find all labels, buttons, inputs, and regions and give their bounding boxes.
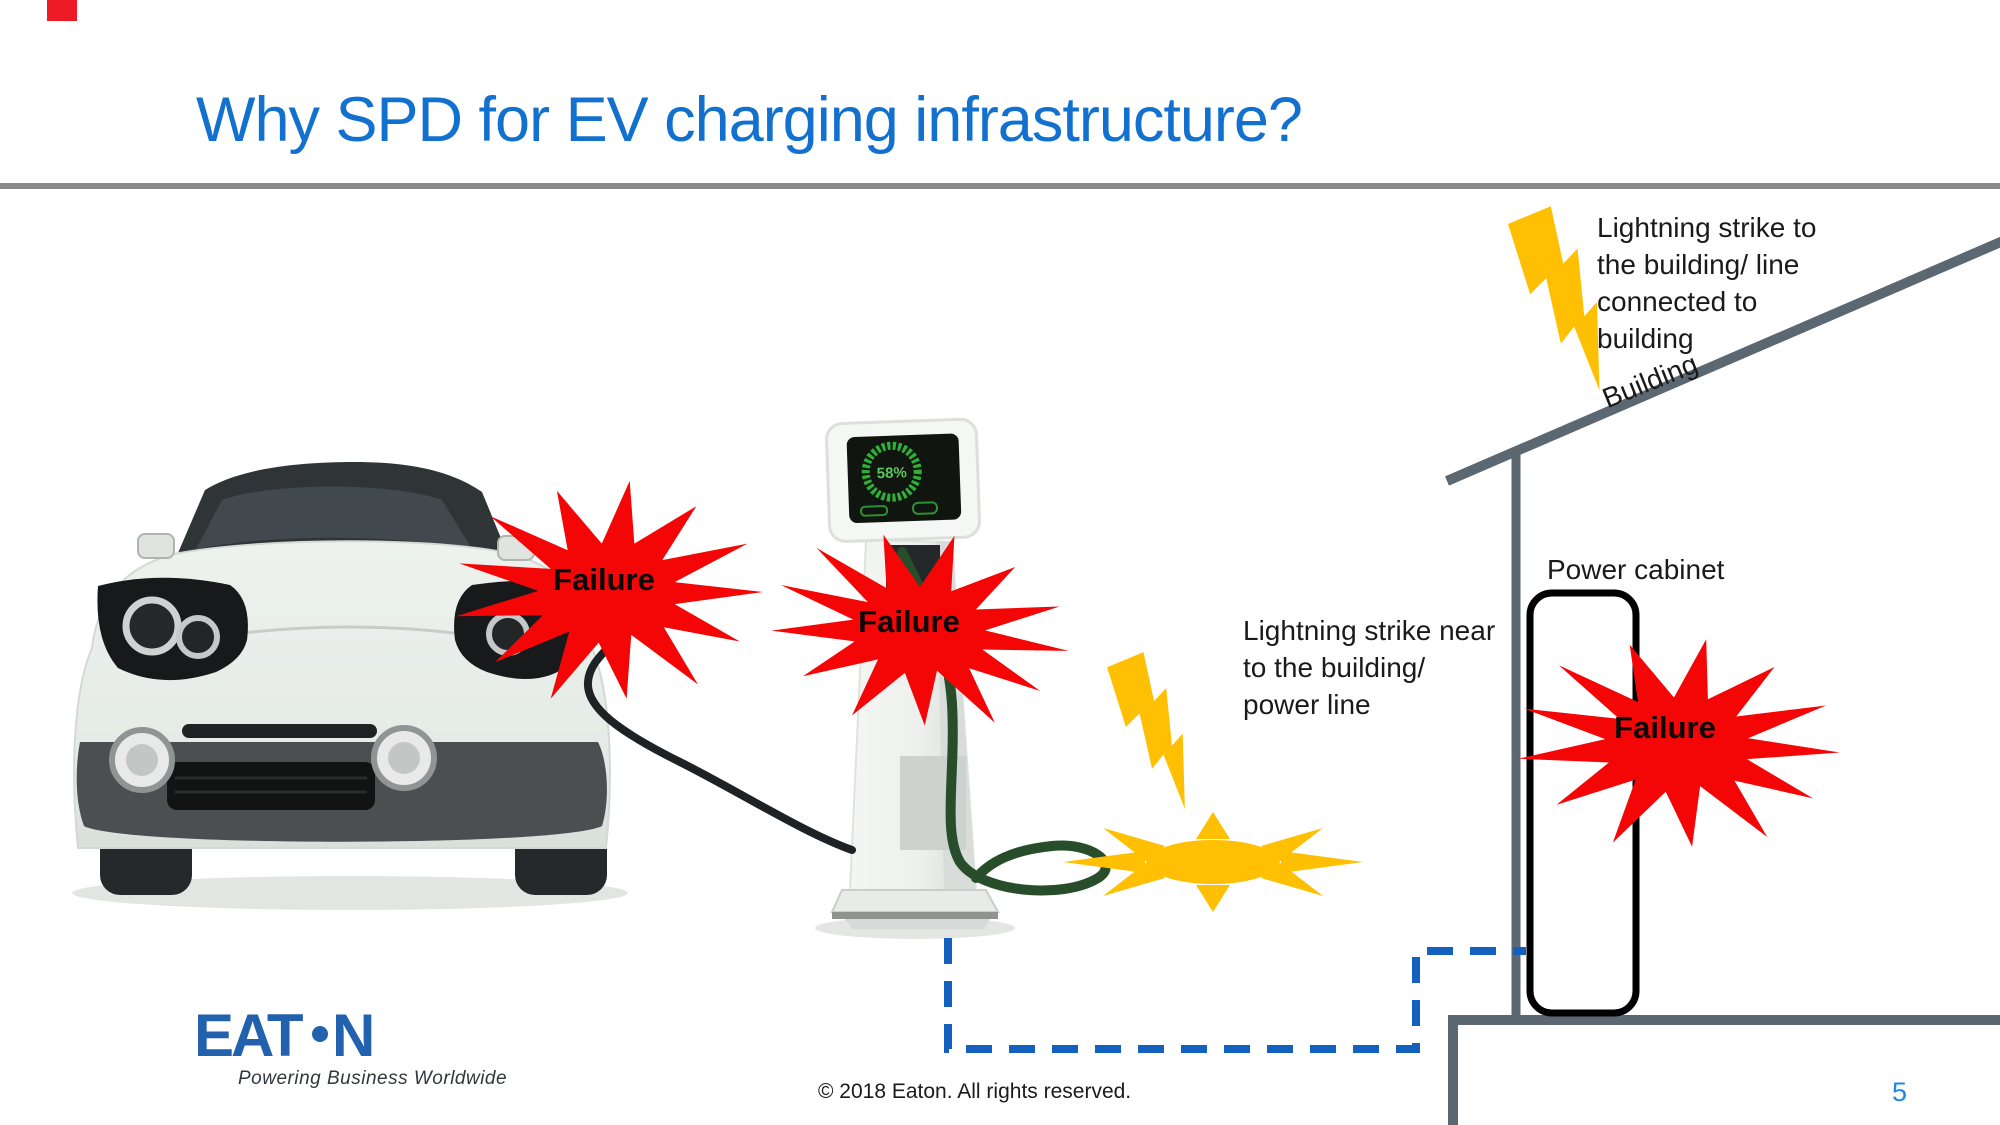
ground-strike-flash: [1063, 812, 1363, 912]
note-line: to the building/: [1243, 652, 1426, 683]
car-illustration: [72, 462, 628, 910]
title-divider: [0, 183, 2000, 189]
failure-starburst-charger: [771, 534, 1069, 726]
failure-label-cabinet: Failure: [1614, 710, 1716, 745]
building-roof-line: [1445, 236, 2000, 486]
lightning-bolt-large: [1507, 206, 1600, 391]
note-line: Lightning strike near: [1243, 615, 1496, 646]
failure-starburst-car: [456, 480, 763, 699]
station-screen: [846, 433, 962, 523]
note-lightning-strike-building: Lightning strike to the building/ line c…: [1597, 209, 1897, 357]
page-number: 5: [1892, 1077, 1908, 1107]
note-line: connected to: [1597, 286, 1758, 317]
note-lightning-strike-near: Lightning strike near to the building/ p…: [1243, 612, 1533, 723]
power-cabinet-label: Power cabinet: [1547, 554, 1725, 585]
charge-percent: 58%: [876, 464, 907, 482]
eaton-logo-letter-n: N: [332, 1004, 372, 1068]
surge-path-dashed-line: [944, 938, 1526, 1053]
eaton-logo: EAT N: [194, 1004, 375, 1068]
eaton-logo-letters: EAT: [194, 1004, 303, 1068]
slide-corner-mark: [47, 0, 77, 21]
note-line: Lightning strike to: [1597, 212, 1817, 243]
car-grille-mesh: [175, 776, 367, 794]
station-base: [830, 889, 1000, 913]
lightning-bolt-small: [1107, 652, 1185, 809]
car-mirror-left: [137, 533, 175, 559]
screen-button-left: [860, 505, 889, 517]
eaton-logo-tagline: Powering Business Worldwide: [238, 1068, 508, 1089]
car-windshield-glass: [196, 486, 472, 549]
screen-button-right: [911, 501, 939, 515]
footer-copyright: © 2018 Eaton. All rights reserved.: [818, 1080, 1132, 1103]
building-outline: [1445, 236, 2000, 1125]
failure-starbursts: [456, 480, 1840, 847]
eaton-logo-dot: [312, 1026, 328, 1042]
lightning-group: [1063, 206, 1600, 912]
slide-title: Why SPD for EV charging infrastructure?: [196, 85, 1303, 155]
car-bumper-slot: [182, 724, 377, 738]
station-head: 58%: [825, 417, 981, 543]
failure-label-car: Failure: [553, 562, 655, 597]
power-cabinet-box: [1526, 589, 1640, 1017]
note-line: the building/ line: [1597, 249, 1800, 280]
note-line: building: [1597, 323, 1694, 354]
failure-starburst-cabinet: [1518, 639, 1840, 847]
car-grille: [167, 762, 375, 810]
charge-ring: [861, 441, 922, 502]
note-line: power line: [1243, 689, 1371, 720]
failure-label-charger: Failure: [858, 604, 960, 639]
car-shadow: [72, 876, 628, 910]
